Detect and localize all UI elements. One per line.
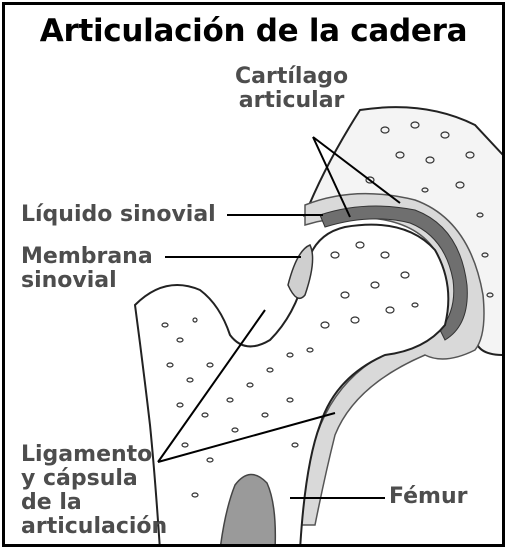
diagram-frame: Articulación de la cadera bbox=[2, 2, 505, 547]
label-membrana-line1: Membrana bbox=[21, 245, 153, 269]
label-cartilago-articular: Cartílago articular bbox=[235, 65, 348, 113]
label-liquido-sinovial: Líquido sinovial bbox=[21, 203, 216, 227]
label-ligamento-line4: articulación bbox=[21, 515, 167, 539]
label-cartilago-line1: Cartílago bbox=[235, 65, 348, 89]
label-ligamento-line3: de la bbox=[21, 491, 167, 515]
label-membrana-sinovial: Membrana sinovial bbox=[21, 245, 153, 293]
label-cartilago-line2: articular bbox=[235, 89, 348, 113]
label-ligamento-line2: y cápsula bbox=[21, 467, 167, 491]
label-femur: Fémur bbox=[389, 485, 468, 509]
label-membrana-line2: sinovial bbox=[21, 269, 153, 293]
label-ligamento-line1: Ligamento bbox=[21, 443, 167, 467]
label-ligamento-capsula: Ligamento y cápsula de la articulación bbox=[21, 443, 167, 539]
